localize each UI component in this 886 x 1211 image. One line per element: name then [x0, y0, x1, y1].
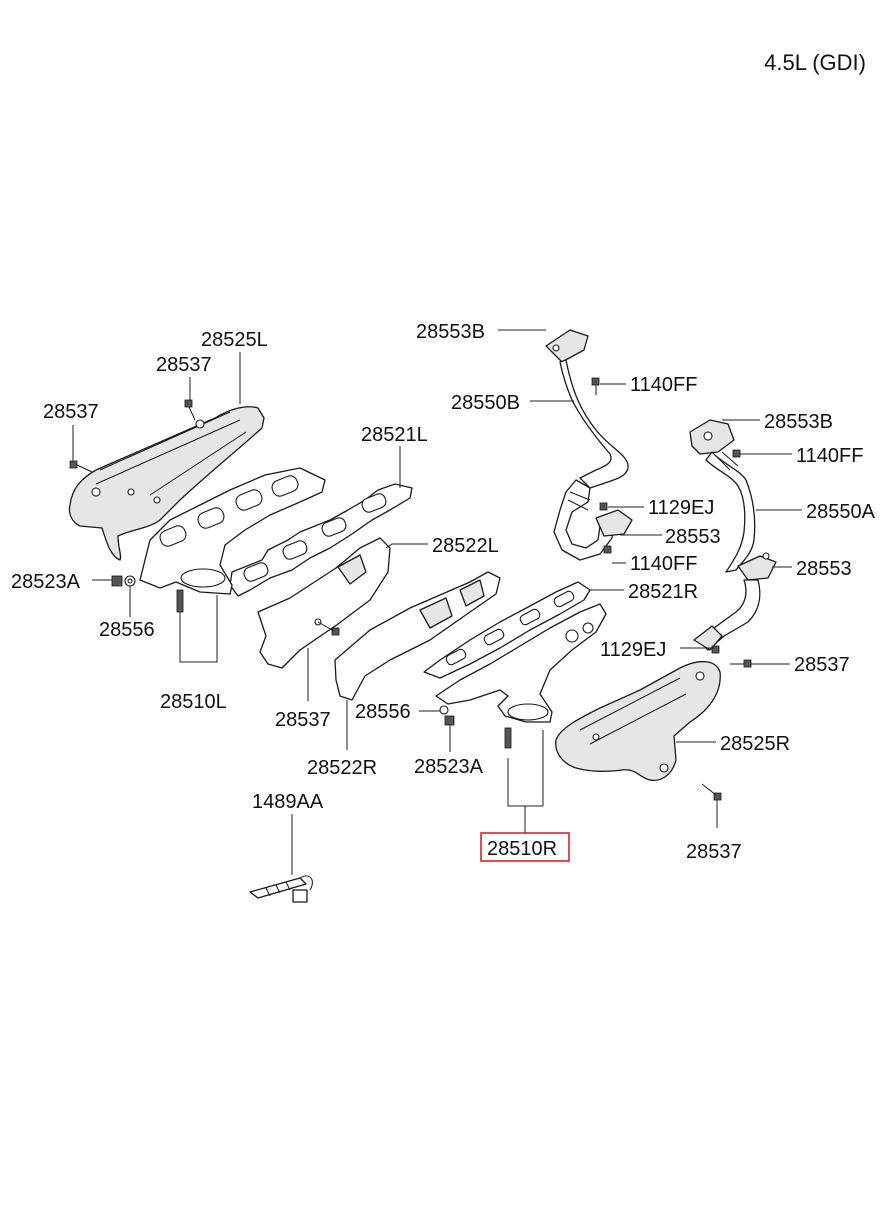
label-28550B[interactable]: 28550B [451, 392, 520, 414]
washer-mid[interactable] [439, 705, 449, 715]
bolt-left-1[interactable] [69, 460, 93, 473]
flange-upper-right[interactable] [595, 509, 633, 537]
crossover-pipe-right[interactable] [689, 419, 777, 651]
label-1489AA[interactable]: 1489AA [252, 791, 324, 813]
label-28537-top[interactable]: 28537 [156, 354, 212, 376]
label-28525L[interactable]: 28525L [201, 329, 268, 351]
label-28537-mid[interactable]: 28537 [275, 709, 331, 731]
label-28553-2[interactable]: 28553 [796, 558, 852, 580]
washer-left[interactable] [124, 575, 136, 587]
bolt-1140ff-3[interactable] [732, 449, 741, 458]
heat-protector-lower-right[interactable] [334, 571, 501, 701]
label-28556-left[interactable]: 28556 [99, 619, 155, 641]
engine-label: 4.5L (GDI) [764, 50, 866, 75]
heat-protector-left[interactable] [68, 406, 265, 561]
bolt-right-2[interactable] [701, 783, 722, 801]
label-28523A-left[interactable]: 28523A [11, 571, 81, 593]
flange-right-top[interactable] [703, 431, 713, 441]
label-28521R[interactable]: 28521R [628, 581, 698, 603]
highlight-box-28510R [480, 832, 570, 862]
heat-protector-right[interactable] [555, 661, 721, 782]
bolt-right-1[interactable] [730, 659, 752, 668]
heat-protector-lower-left[interactable] [257, 537, 391, 669]
label-28523A-mid[interactable]: 28523A [414, 756, 484, 778]
label-28521L[interactable]: 28521L [361, 424, 428, 446]
label-28553B-top[interactable]: 28553B [416, 321, 485, 343]
bolt-1140ff-1[interactable] [591, 377, 600, 395]
oxygen-sensor[interactable] [249, 875, 313, 903]
bolt-left-2[interactable] [184, 399, 196, 421]
label-28537-left[interactable]: 28537 [43, 401, 99, 423]
label-1140FF-3[interactable]: 1140FF [796, 445, 863, 467]
label-1140FF-1[interactable]: 1140FF [630, 374, 697, 396]
label-28537-right[interactable]: 28537 [794, 654, 850, 676]
label-28510L[interactable]: 28510L [160, 691, 227, 713]
gasket-left[interactable] [229, 483, 413, 597]
nut-mid[interactable] [444, 715, 455, 726]
label-28522L[interactable]: 28522L [432, 535, 499, 557]
label-28553B-right[interactable]: 28553B [764, 411, 833, 433]
bolt-mid-left[interactable] [317, 621, 340, 636]
nut-left[interactable] [111, 575, 123, 587]
label-28525R[interactable]: 28525R [720, 733, 790, 755]
label-1129EJ-1[interactable]: 1129EJ [648, 497, 714, 519]
label-28510R[interactable]: 28510R [487, 838, 557, 860]
exhaust-manifold-right[interactable] [435, 603, 607, 749]
label-28522R[interactable]: 28522R [307, 757, 377, 779]
label-28537-bottom[interactable]: 28537 [686, 841, 742, 863]
label-28550A[interactable]: 28550A [806, 501, 876, 523]
label-1140FF-2[interactable]: 1140FF [630, 553, 697, 575]
bolt-1140ff-2[interactable] [603, 545, 612, 554]
exhaust-manifold-left[interactable] [139, 467, 326, 613]
label-28556-mid[interactable]: 28556 [355, 701, 411, 723]
bolt-1129ej-1[interactable] [599, 502, 608, 511]
bolt-1129ej-2[interactable] [711, 645, 720, 654]
label-28553-1[interactable]: 28553 [665, 526, 721, 548]
label-1129EJ-2[interactable]: 1129EJ [600, 639, 666, 661]
